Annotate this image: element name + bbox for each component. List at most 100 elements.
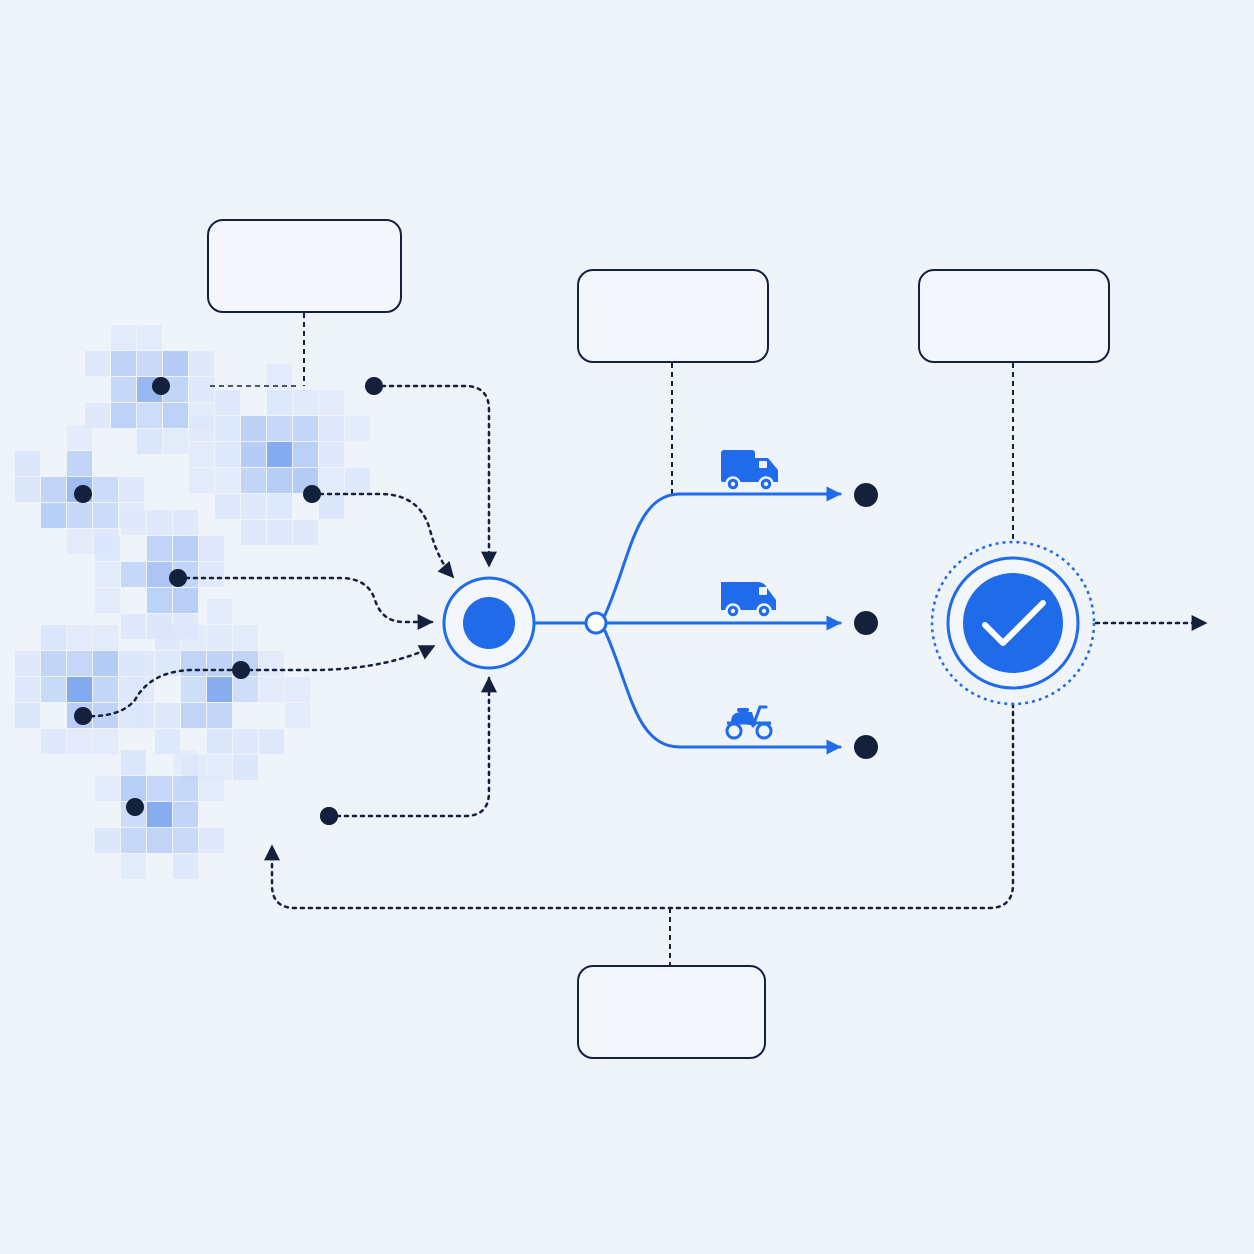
- pixel-cell: [147, 536, 172, 561]
- pixel-cell: [207, 677, 232, 702]
- pixel-cell: [41, 625, 66, 650]
- pixel-cell: [41, 729, 66, 754]
- pixel-cell: [137, 429, 162, 454]
- pixel-cell: [173, 510, 198, 535]
- pixel-cell: [181, 703, 206, 728]
- source-node-6: [232, 661, 250, 679]
- pixel-cell: [215, 416, 240, 441]
- pixel-cell: [95, 828, 120, 853]
- source-nodes: [74, 377, 383, 825]
- pixel-clusters: [15, 325, 370, 879]
- pixel-cell: [293, 520, 318, 545]
- pixel-cell: [121, 614, 146, 639]
- source-node-10: [320, 807, 338, 825]
- pixel-cell: [95, 536, 120, 561]
- source-node-9: [126, 798, 144, 816]
- pixel-cell: [207, 599, 232, 624]
- pixel-cell: [215, 390, 240, 415]
- pixel-cell: [121, 510, 146, 535]
- pixel-cell: [119, 477, 144, 502]
- pixel-cell: [173, 776, 198, 801]
- pixel-cell: [345, 468, 370, 493]
- pixel-cell: [319, 494, 344, 519]
- flow-line-bottom: [327, 676, 497, 818]
- pixel-cell: [93, 677, 118, 702]
- source-node-5: [169, 569, 187, 587]
- target-hub-icon: [442, 576, 536, 670]
- pixel-cell: [293, 442, 318, 467]
- destination-node-van: [854, 611, 878, 635]
- pixel-cell: [41, 503, 66, 528]
- pixel-cell: [241, 442, 266, 467]
- pixel-cell: [241, 416, 266, 441]
- pixel-cell: [163, 429, 188, 454]
- pixel-cell: [95, 776, 120, 801]
- pixel-cell: [181, 651, 206, 676]
- pixel-cell: [345, 416, 370, 441]
- pixel-cell: [215, 468, 240, 493]
- pixel-cell: [199, 776, 224, 801]
- pixel-cell: [147, 776, 172, 801]
- pixel-cell: [15, 677, 40, 702]
- check-circle-icon: [930, 540, 1096, 706]
- pixel-cell: [293, 416, 318, 441]
- pixel-cell: [93, 625, 118, 650]
- pixel-cell: [189, 351, 214, 376]
- source-node-8: [74, 707, 92, 725]
- pixel-cell: [137, 325, 162, 350]
- pixel-cell: [173, 588, 198, 613]
- route-scooter: [603, 629, 842, 755]
- pixel-cell: [173, 536, 198, 561]
- pixel-cell: [285, 703, 310, 728]
- pixel-cell: [181, 625, 206, 650]
- pixel-cell: [155, 729, 180, 754]
- pixel-cell: [93, 477, 118, 502]
- pixel-cell: [259, 677, 284, 702]
- pixel-cell: [319, 390, 344, 415]
- pixel-cell: [119, 677, 144, 702]
- pixel-cell: [67, 451, 92, 476]
- pixel-cell: [137, 403, 162, 428]
- pixel-cell: [173, 750, 198, 775]
- pixel-cell: [319, 416, 344, 441]
- pixel-cell: [121, 562, 146, 587]
- flow-line-lower: [239, 644, 436, 672]
- scooter-icon: [725, 705, 773, 740]
- flow-line-top: [372, 384, 497, 568]
- pixel-cell: [41, 477, 66, 502]
- pixel-cell: [67, 625, 92, 650]
- pixel-cell: [93, 651, 118, 676]
- pixel-cell: [121, 776, 146, 801]
- pixel-cell: [155, 703, 180, 728]
- pixel-cell: [137, 351, 162, 376]
- pixel-cell: [181, 677, 206, 702]
- pixel-cell: [121, 854, 146, 879]
- pixel-cell: [199, 828, 224, 853]
- pixel-cell: [267, 468, 292, 493]
- feedback-loop-line: [264, 702, 1015, 910]
- pixel-cell: [121, 750, 146, 775]
- dispatch-label-box: [577, 269, 769, 363]
- pixel-cell: [155, 625, 180, 650]
- pixel-cell: [267, 494, 292, 519]
- pixel-cell: [267, 442, 292, 467]
- pixel-cell: [95, 588, 120, 613]
- pixel-cell: [259, 651, 284, 676]
- pixel-cell: [259, 729, 284, 754]
- pixel-cell: [95, 562, 120, 587]
- box-connectors: [210, 313, 1014, 965]
- pixel-cell: [285, 677, 310, 702]
- pixel-cell: [147, 510, 172, 535]
- pixel-cell: [111, 403, 136, 428]
- pixel-cell: [189, 416, 214, 441]
- pixel-cell: [207, 729, 232, 754]
- pixel-cell: [41, 651, 66, 676]
- pixel-cell: [111, 351, 136, 376]
- split-node: [584, 611, 608, 635]
- pixel-cell: [233, 755, 258, 780]
- source-node-4: [74, 485, 92, 503]
- pixel-cell: [111, 325, 136, 350]
- pixel-cell: [207, 651, 232, 676]
- source-node-2: [365, 377, 383, 395]
